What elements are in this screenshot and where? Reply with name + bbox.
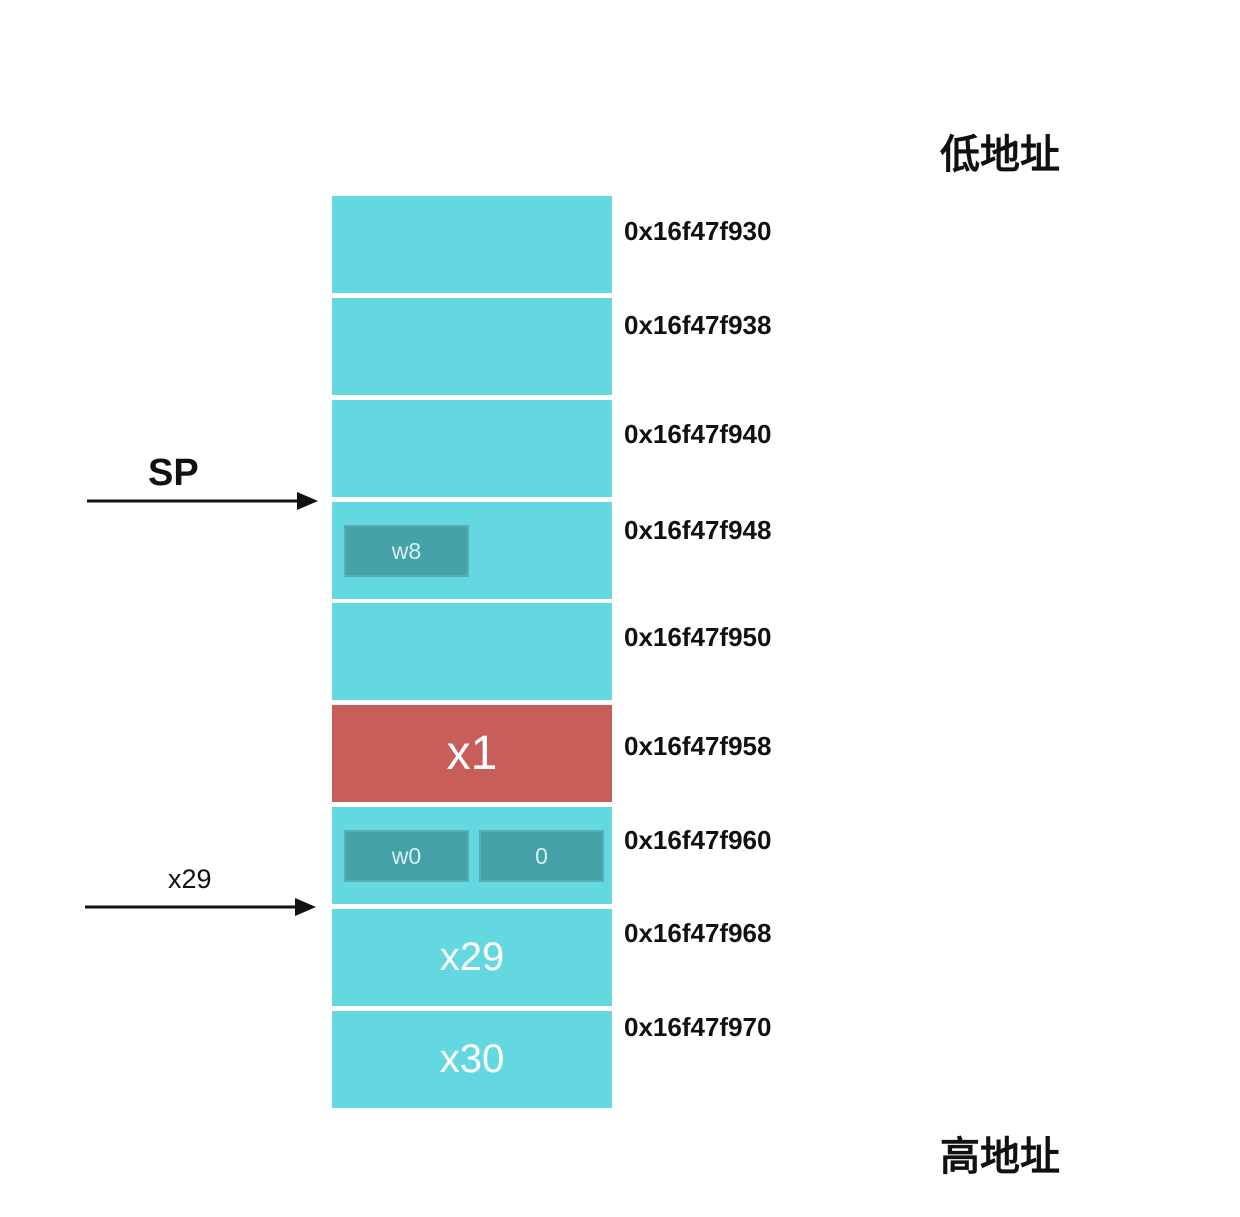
fp-pointer-label: x29 bbox=[168, 864, 212, 894]
sp-arrow-icon bbox=[87, 492, 318, 510]
address-label: 0x16f47f940 bbox=[624, 419, 772, 449]
address-label: 0x16f47f950 bbox=[624, 622, 772, 652]
high-address-label: 高地址 bbox=[940, 1134, 1060, 1180]
stack-cell-0 bbox=[332, 196, 612, 293]
stack-cell-2 bbox=[332, 400, 612, 497]
address-label: 0x16f47f960 bbox=[624, 825, 772, 855]
sp-pointer-label: SP bbox=[148, 452, 199, 494]
stack-cell-label: x30 bbox=[439, 1037, 505, 1081]
address-label: 0x16f47f970 bbox=[624, 1012, 772, 1042]
stack-cell-4 bbox=[332, 603, 612, 700]
register-slot-w0: w0 bbox=[344, 830, 469, 882]
stack-cell-1 bbox=[332, 298, 612, 395]
register-slot-zero: 0 bbox=[479, 830, 604, 882]
stack-cell-5: x1 bbox=[332, 705, 612, 802]
register-slot-w8: w8 bbox=[344, 525, 469, 577]
address-label: 0x16f47f948 bbox=[624, 515, 772, 545]
fp-arrow-icon bbox=[85, 898, 316, 916]
address-label: 0x16f47f968 bbox=[624, 918, 772, 948]
stack-cell-label: x1 bbox=[446, 727, 498, 780]
address-label: 0x16f47f938 bbox=[624, 310, 772, 340]
address-label: 0x16f47f930 bbox=[624, 216, 772, 246]
low-address-label: 低地址 bbox=[940, 132, 1060, 178]
stack-cell-3: w8 bbox=[332, 502, 612, 599]
stack-cell-label: x29 bbox=[439, 935, 505, 979]
stack-cell-8: x30 bbox=[332, 1011, 612, 1108]
address-label: 0x16f47f958 bbox=[624, 731, 772, 761]
stack-cell-6: w0 0 bbox=[332, 807, 612, 904]
stack-cell-7: x29 bbox=[332, 909, 612, 1006]
